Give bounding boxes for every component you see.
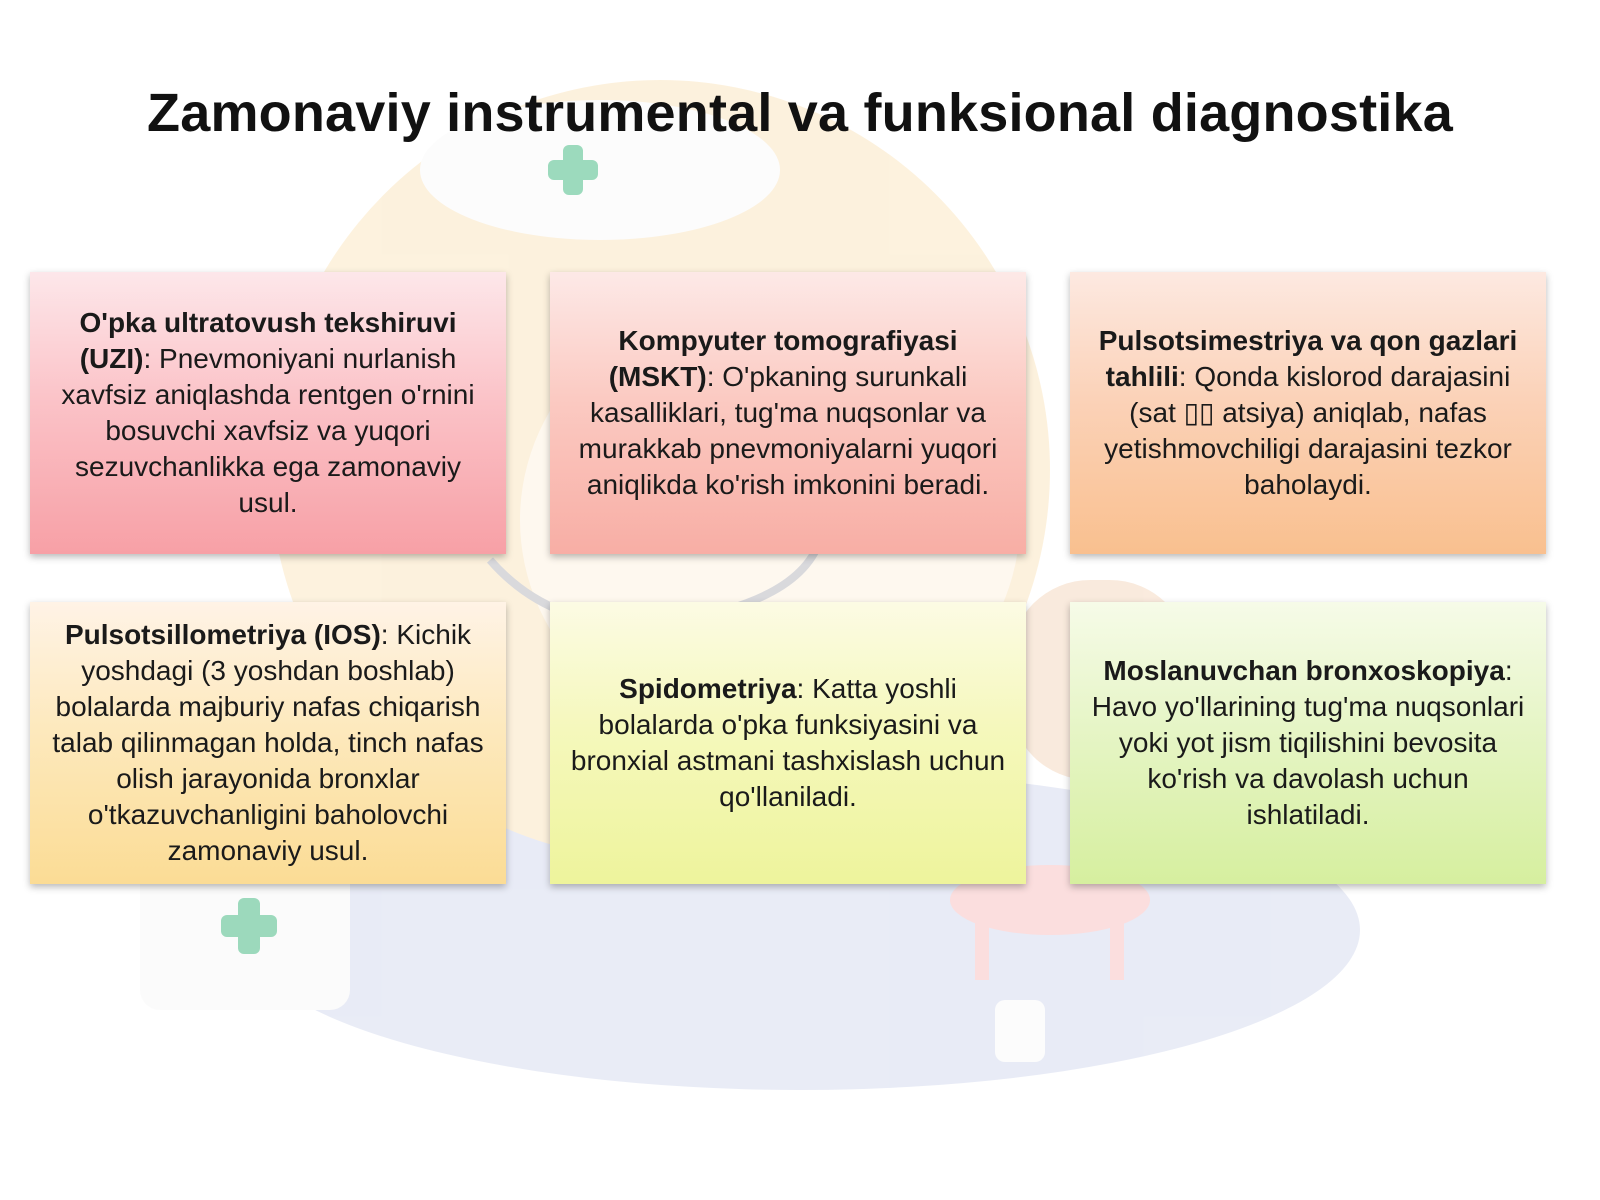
card-text: Moslanuvchan bronxoskopiya: Havo yo'llar…	[1086, 653, 1530, 833]
medical-cross-icon	[548, 145, 598, 195]
background-nurse-cap	[420, 100, 780, 240]
card-heading: Pulsotsillometriya (IOS)	[64, 619, 381, 650]
card-pulse-oximetry: Pulsotsimestriya va qon gazlari tahlili:…	[1070, 272, 1546, 554]
medical-cross-icon	[221, 898, 277, 954]
card-text: Kompyuter tomografiyasi (MSKT): O'pkanin…	[566, 323, 1010, 503]
card-computed-tomography: Kompyuter tomografiyasi (MSKT): O'pkanin…	[550, 272, 1026, 554]
card-flexible-bronchoscopy: Moslanuvchan bronxoskopiya: Havo yo'llar…	[1070, 602, 1546, 884]
card-heading: Kompyuter tomografiyasi (MSKT)	[608, 325, 958, 392]
card-text: Spidometriya: Katta yoshli bolalarda o'p…	[566, 671, 1010, 815]
background-stool-leg	[1110, 910, 1124, 980]
card-description: : Pnevmoniyani nurlanish xavfsiz aniqlas…	[61, 343, 475, 518]
card-description: : Qonda kislorod darajasini (sat ▯▯ atsi…	[1104, 361, 1512, 500]
card-impulse-oscillometry: Pulsotsillometriya (IOS): Kichik yoshdag…	[30, 602, 506, 884]
background-stool-leg	[975, 910, 989, 980]
slide-title: Zamonaviy instrumental va funksional dia…	[147, 83, 1453, 143]
card-description: : Katta yoshli bolalarda o'pka funksiyas…	[570, 673, 1006, 812]
card-text: O'pka ultratovush tekshiruvi (UZI): Pnev…	[46, 305, 490, 521]
card-heading: Spidometriya	[619, 673, 797, 704]
card-text: Pulsotsimestriya va qon gazlari tahlili:…	[1086, 323, 1530, 503]
background-bottle	[995, 1000, 1045, 1062]
card-heading: Pulsotsimestriya va qon gazlari tahlili	[1098, 325, 1518, 392]
card-heading: Moslanuvchan bronxoskopiya	[1103, 655, 1505, 686]
card-description: : Kichik yoshdagi (3 yoshdan boshlab) bo…	[52, 619, 484, 866]
card-description: : O'pkaning surunkali kasalliklari, tug'…	[578, 361, 998, 500]
card-text: Pulsotsillometriya (IOS): Kichik yoshdag…	[46, 617, 490, 869]
card-spirometry: Spidometriya: Katta yoshli bolalarda o'p…	[550, 602, 1026, 884]
card-description: : Havo yo'llarining tug'ma nuqsonlari yo…	[1091, 655, 1525, 830]
card-lung-ultrasound: O'pka ultratovush tekshiruvi (UZI): Pnev…	[30, 272, 506, 554]
card-heading: O'pka ultratovush tekshiruvi (UZI)	[79, 307, 457, 374]
